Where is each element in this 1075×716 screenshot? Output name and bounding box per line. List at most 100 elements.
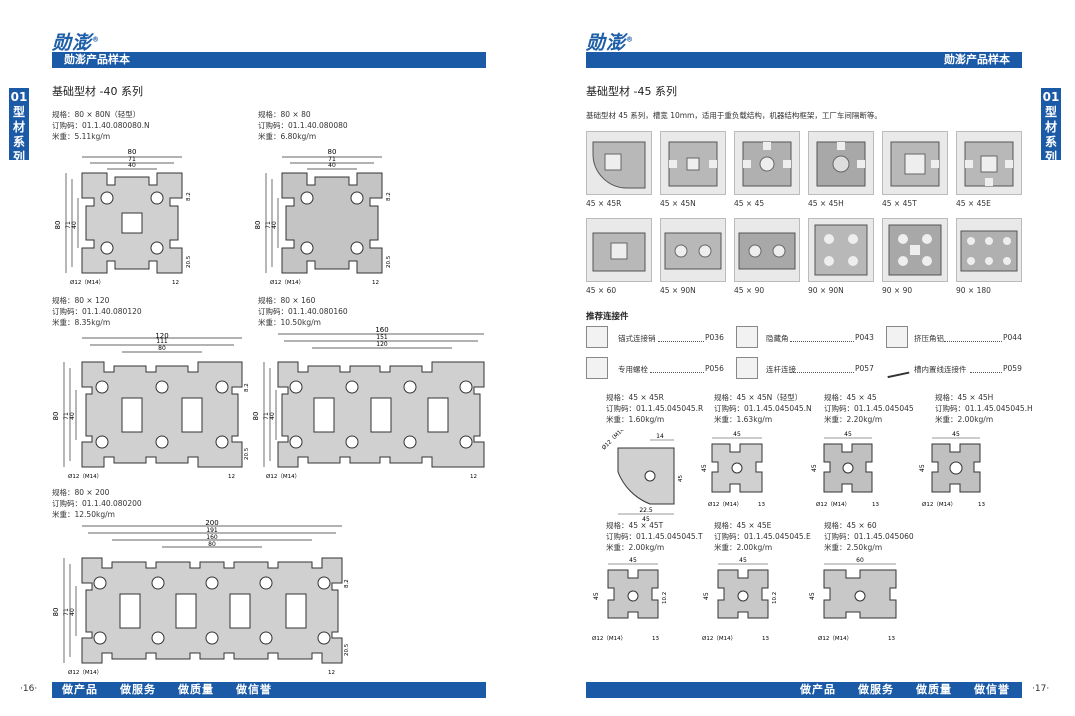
thumb-90x90[interactable]: 90 × 90: [882, 218, 948, 295]
svg-text:45: 45: [678, 475, 684, 482]
svg-text:8.2: 8.2: [244, 383, 250, 392]
drawing-80x200: 200 191 160 80 80 71 40 8.2 20.5 Ø12（M14…: [52, 520, 350, 676]
footer-bar-right: 做产品做服务做质量做信誉: [586, 682, 1022, 698]
svg-text:45: 45: [952, 431, 960, 438]
svg-text:80: 80: [208, 541, 216, 548]
svg-text:45: 45: [701, 464, 708, 472]
svg-text:45: 45: [593, 592, 600, 600]
leader-line: [790, 341, 854, 342]
svg-text:40: 40: [69, 608, 76, 616]
svg-text:45: 45: [642, 516, 650, 522]
svg-text:8.2: 8.2: [386, 192, 392, 201]
svg-text:40: 40: [271, 221, 278, 229]
leader-line: [658, 341, 704, 342]
svg-text:40: 40: [328, 162, 336, 169]
svg-text:10.2: 10.2: [772, 592, 778, 604]
svg-text:13: 13: [978, 502, 985, 508]
svg-text:20.5: 20.5: [186, 255, 192, 268]
svg-text:Ø12（M14）: Ø12（M14）: [68, 669, 102, 676]
svg-text:40: 40: [128, 162, 136, 169]
thumb-45x45e[interactable]: 45 × 45E: [956, 131, 1022, 208]
series-intro: 基础型材 45 系列，槽宽 10mm，适用于重负载结构，机器结构框架，工厂车间隔…: [586, 111, 882, 120]
thumb-90x90n[interactable]: 90 × 90N: [808, 218, 874, 295]
connector-page: P044: [1003, 333, 1022, 342]
header-bar-right: 勋澎产品样本: [586, 52, 1022, 68]
svg-text:13: 13: [888, 636, 895, 642]
brand-logo-left: 勋澎®: [52, 32, 101, 54]
svg-text:22.5: 22.5: [639, 507, 653, 514]
thumb-45x45[interactable]: 45 × 45: [734, 131, 800, 208]
connector-special-bolt[interactable]: 专用螺栓: [618, 365, 648, 374]
svg-text:120: 120: [155, 332, 168, 340]
connector-rod[interactable]: 连杆连接: [766, 365, 796, 374]
svg-text:Ø12（M14）: Ø12（M14）: [702, 635, 736, 642]
connector-extruded-bracket[interactable]: 挤压角铝: [914, 334, 944, 343]
svg-text:13: 13: [652, 636, 659, 642]
svg-text:8.2: 8.2: [344, 579, 350, 588]
drawing-80x80n: 80 71 40 80 71 40 8.2 20.5 Ø12（M14） 12: [54, 148, 192, 286]
thumb-45x45n[interactable]: 45 × 45N: [660, 131, 726, 208]
drawing-45x45h: 45 45 Ø12（M14） 13: [919, 431, 985, 508]
svg-text:71: 71: [128, 156, 136, 163]
footer-bar-left: 做产品做服务做质量做信誉: [52, 682, 486, 698]
hidden-corner-icon: [736, 326, 758, 348]
svg-text:45: 45: [629, 557, 637, 564]
svg-text:71: 71: [65, 221, 72, 229]
leader-line: [944, 341, 1002, 342]
svg-text:80: 80: [128, 148, 137, 156]
svg-text:45: 45: [811, 464, 818, 472]
thumb-45x45r[interactable]: 45 × 45R: [586, 131, 652, 208]
drawing-45x45t: 45 45 10.2 Ø12（M14） 13: [592, 557, 668, 642]
connector-page: P056: [705, 364, 724, 373]
svg-text:12: 12: [470, 474, 477, 480]
connector-anchor-pin[interactable]: 锚式连接销: [618, 334, 656, 343]
thumb-45x45t[interactable]: 45 × 45T: [882, 131, 948, 208]
drawing-45x45: 45 45 Ø12（M14） 13: [811, 431, 879, 508]
svg-text:45: 45: [739, 557, 747, 564]
anchor-pin-icon: [586, 326, 608, 348]
thumb-45x60[interactable]: 45 × 60: [586, 218, 652, 295]
svg-text:13: 13: [758, 502, 765, 508]
leader-line: [790, 372, 854, 373]
svg-text:200: 200: [205, 520, 218, 527]
connector-page: P036: [705, 333, 724, 342]
connector-page: P043: [855, 333, 874, 342]
thumb-90x180[interactable]: 90 × 180: [956, 218, 1022, 295]
drawing-45x45r: 14 22.5 45 Ø12（M14） 45: [600, 430, 684, 522]
svg-text:8.2: 8.2: [186, 192, 192, 201]
connector-slot-wire[interactable]: 槽内置线连接件: [914, 365, 967, 374]
special-bolt-icon: [586, 357, 608, 379]
svg-text:12: 12: [328, 670, 335, 676]
thumb-45x90n[interactable]: 45 × 90N: [660, 218, 726, 295]
svg-text:40: 40: [269, 412, 276, 420]
svg-text:10.2: 10.2: [662, 592, 668, 604]
connector-hidden-corner[interactable]: 隐藏角: [766, 334, 789, 343]
leader-line: [650, 372, 704, 373]
svg-text:40: 40: [71, 221, 78, 229]
drawing-80x80: 80 71 40 80 71 40 8.2 20.5 Ø12（M14） 12: [254, 148, 392, 286]
svg-text:151: 151: [376, 334, 388, 341]
thumb-45x45h[interactable]: 45 × 45H: [808, 131, 874, 208]
svg-text:Ø12（M14）: Ø12（M14）: [708, 501, 742, 508]
slot-wire-connector-icon: [884, 357, 910, 379]
svg-text:71: 71: [63, 608, 70, 616]
svg-text:80: 80: [252, 412, 260, 421]
leader-line: [970, 372, 1002, 373]
thumb-45x90[interactable]: 45 × 90: [734, 218, 800, 295]
brand-logo-right: 勋澎®: [586, 32, 635, 54]
svg-text:40: 40: [69, 412, 76, 420]
svg-text:71: 71: [328, 156, 336, 163]
svg-text:45: 45: [733, 431, 741, 438]
drawing-45x45n: 45 45 Ø12（M14） 13: [701, 431, 765, 508]
page-number-right: ·17·: [1032, 684, 1050, 694]
svg-text:80: 80: [158, 345, 166, 352]
